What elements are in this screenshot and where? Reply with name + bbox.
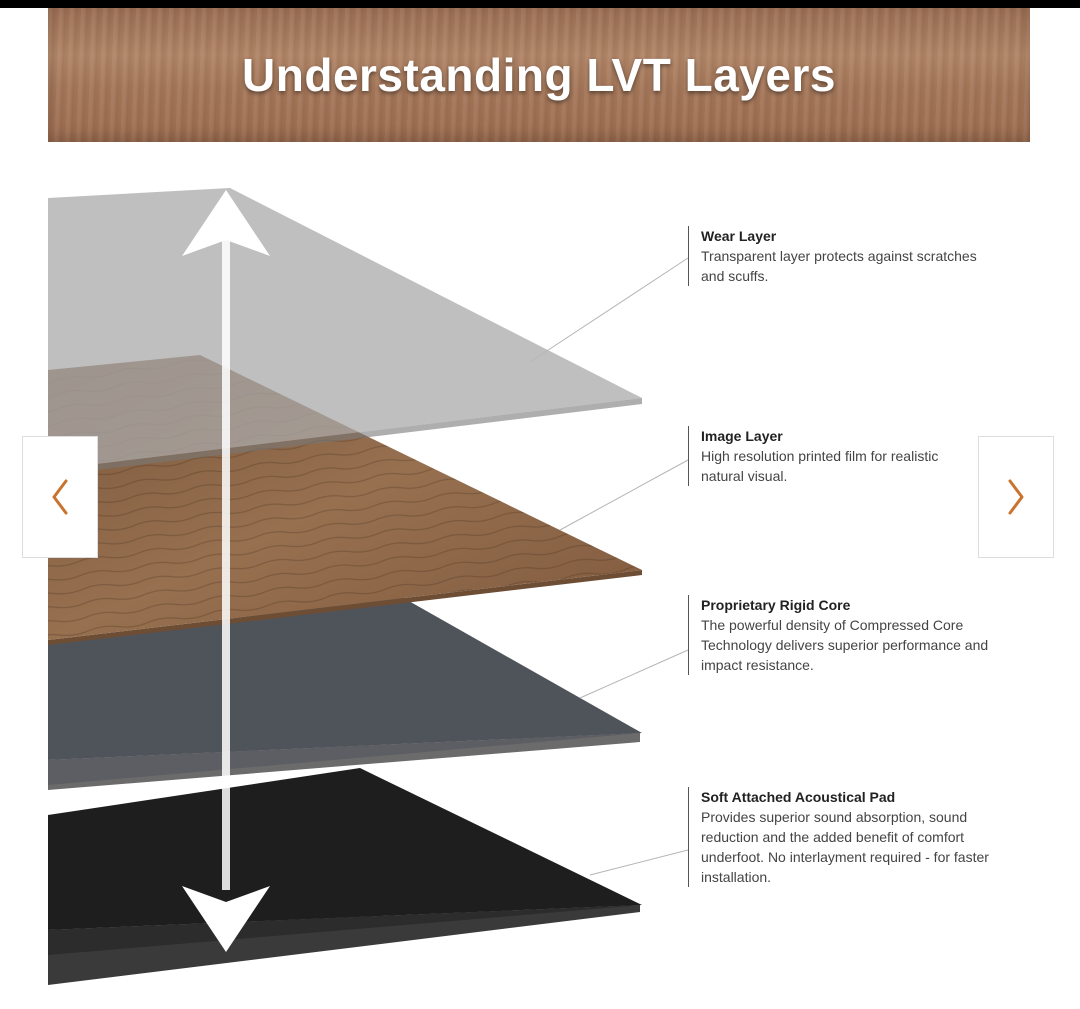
- thickness-arrow: [182, 190, 270, 952]
- image-layer-label: Image Layer High resolution printed film…: [688, 426, 983, 486]
- acoustical-pad-description: Provides superior sound absorption, soun…: [701, 809, 989, 885]
- prev-slide-button[interactable]: [22, 436, 98, 558]
- top-bar: [0, 0, 1080, 8]
- chevron-left-icon: [52, 479, 68, 515]
- banner: Understanding LVT Layers: [48, 8, 1030, 142]
- leader-lines: [529, 257, 689, 876]
- pad-layer: [48, 768, 642, 985]
- image-layer-title: Image Layer: [701, 428, 783, 444]
- acoustical-pad-label: Soft Attached Acoustical Pad Provides su…: [688, 787, 1001, 887]
- wear-layer-title: Wear Layer: [701, 228, 777, 244]
- core-layer: [48, 596, 642, 790]
- rigid-core-description: The powerful density of Compressed Core …: [701, 617, 989, 673]
- wear-layer-description: Transparent layer protects against scrat…: [701, 248, 977, 284]
- wear-layer: [48, 188, 642, 476]
- next-slide-button[interactable]: [978, 436, 1054, 558]
- banner-title: Understanding LVT Layers: [242, 49, 836, 101]
- chevron-right-icon: [1008, 479, 1024, 515]
- rigid-core-label: Proprietary Rigid Core The powerful dens…: [688, 595, 991, 675]
- image-layer-description: High resolution printed film for realist…: [701, 448, 939, 484]
- rigid-core-title: Proprietary Rigid Core: [701, 597, 851, 613]
- acoustical-pad-title: Soft Attached Acoustical Pad: [701, 789, 896, 805]
- wear-layer-label: Wear Layer Transparent layer protects ag…: [688, 226, 1001, 286]
